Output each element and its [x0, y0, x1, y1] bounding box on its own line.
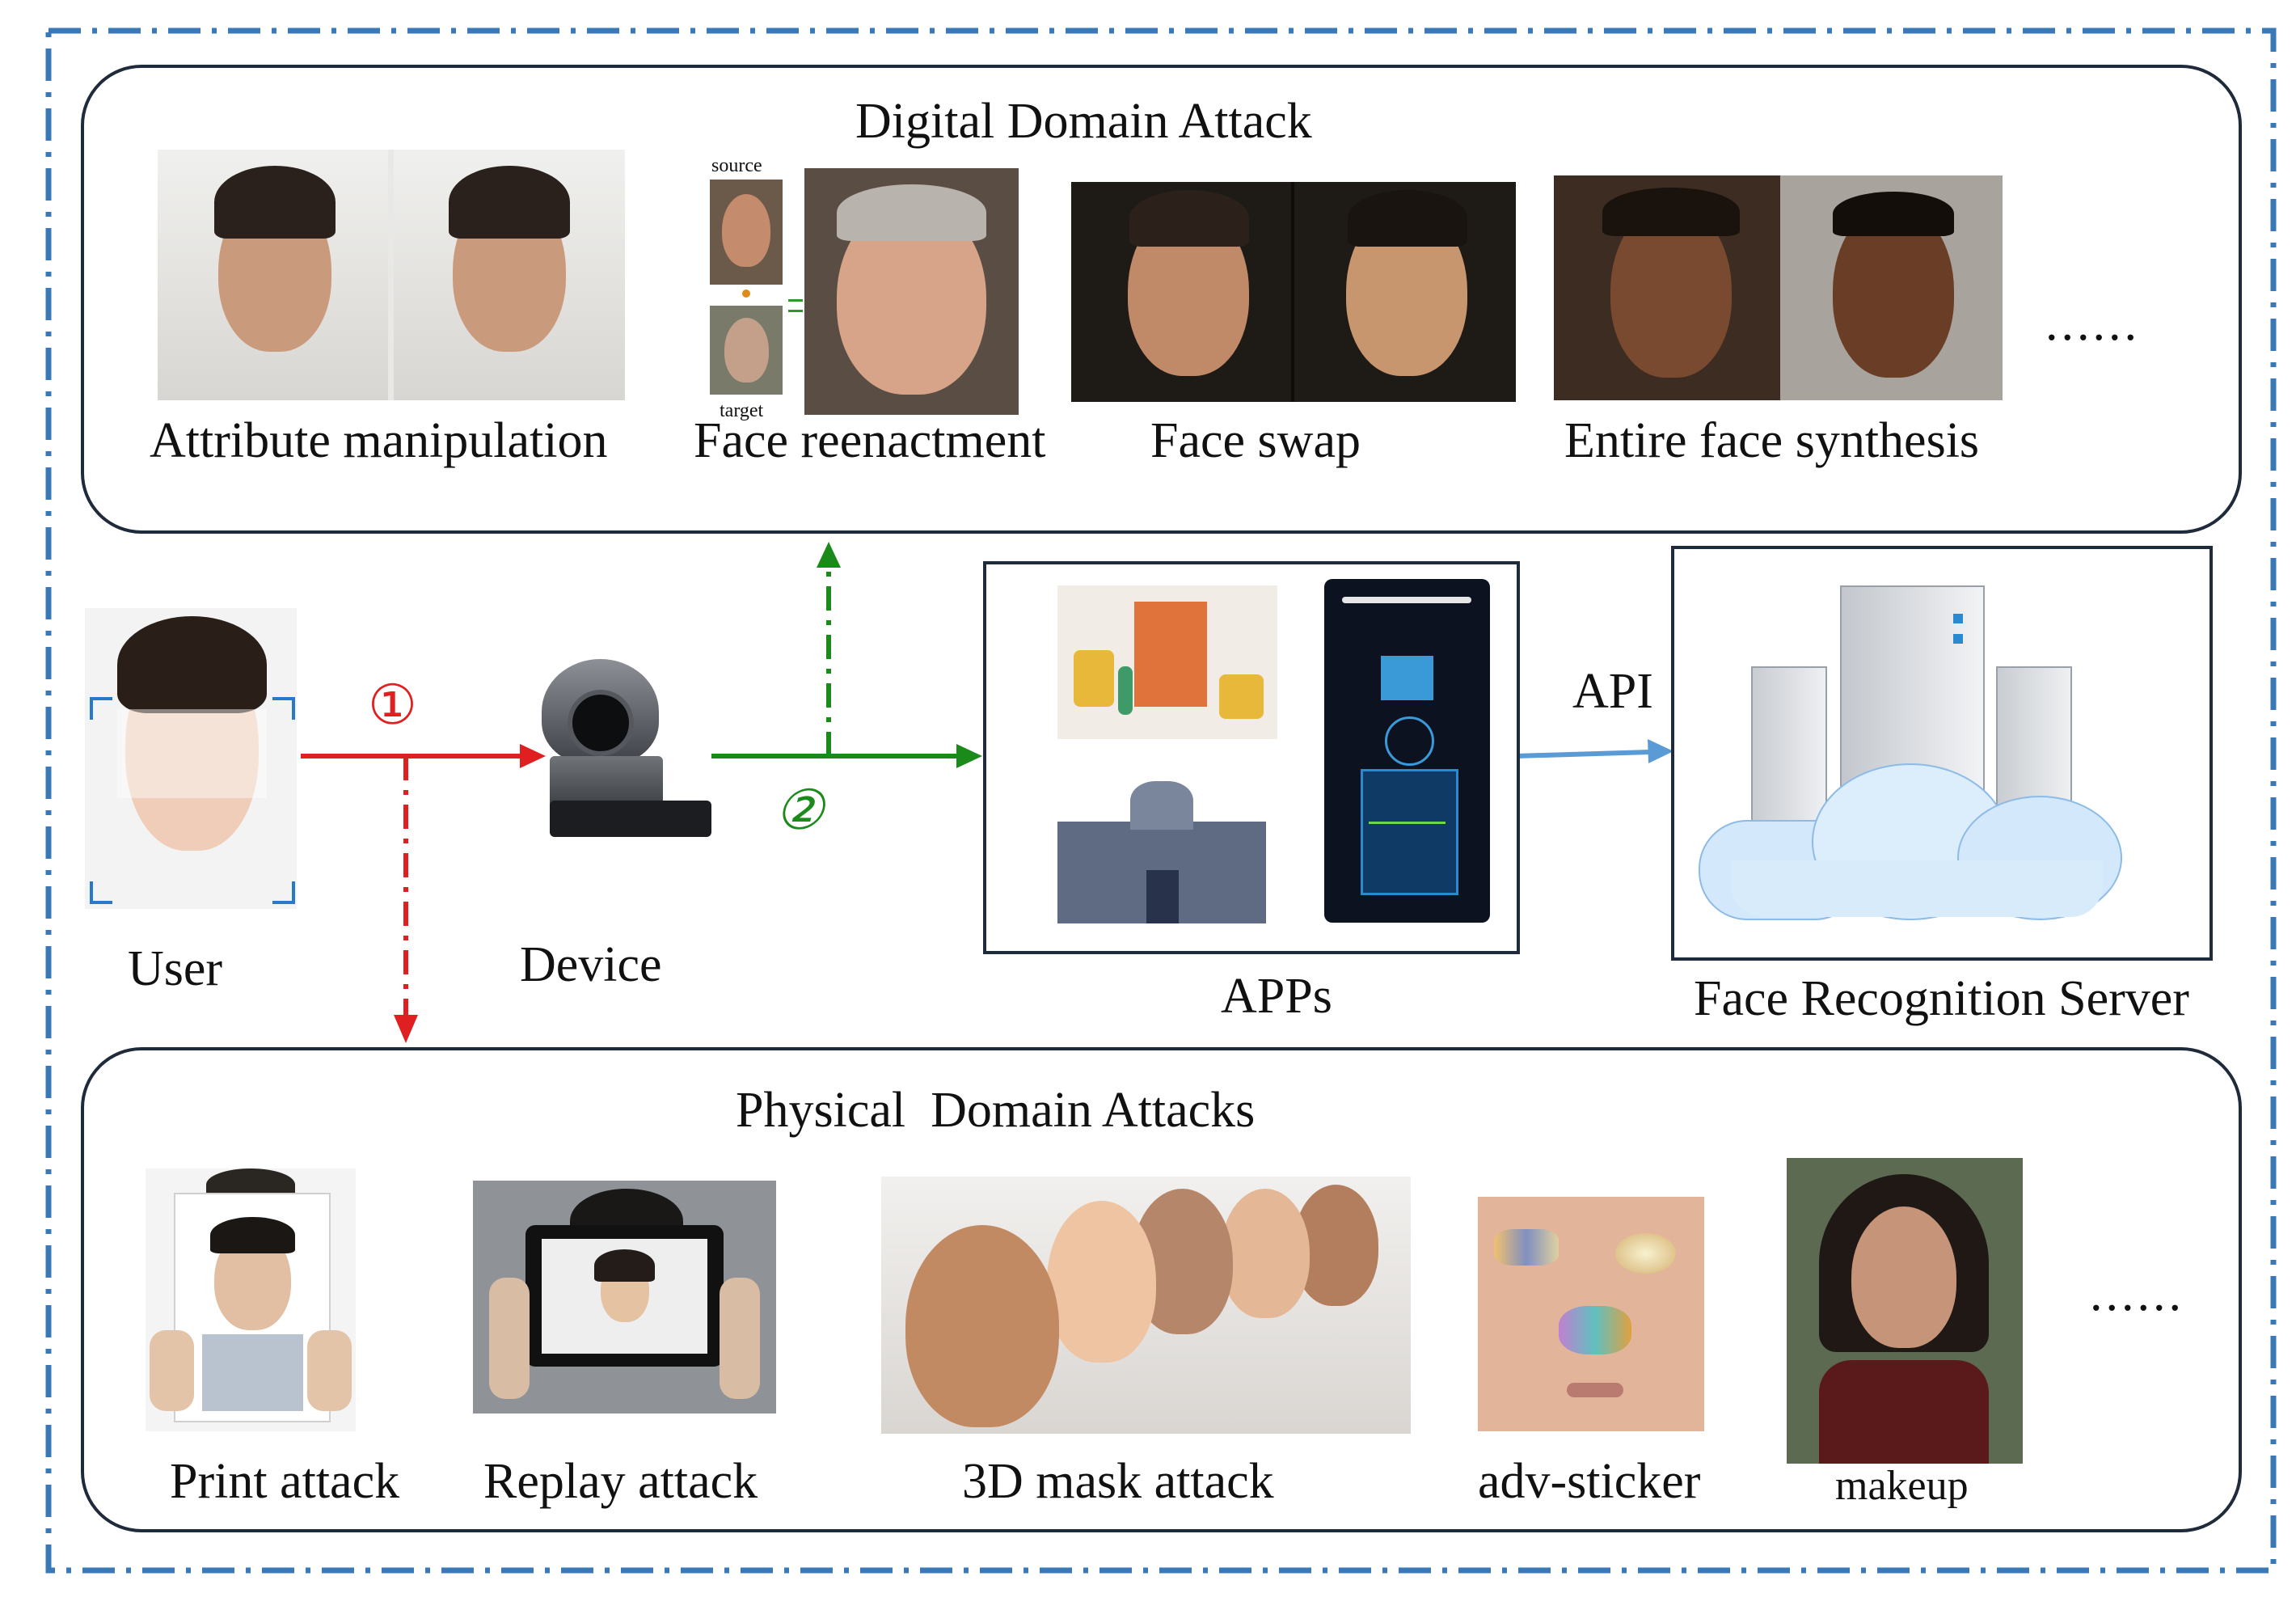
device-label: Device [520, 937, 662, 992]
apps-to-server-arrowhead [1648, 739, 1673, 763]
attribute-manipulation-label: Attribute manipulation [150, 413, 608, 468]
api-label: API [1572, 664, 1653, 719]
government-building-illustration [1041, 765, 1282, 923]
makeup-label: makeup [1835, 1463, 1969, 1509]
device-to-apps-arrowhead [956, 744, 982, 768]
physical-domain-title: Physical Domain Attacks [736, 1083, 1256, 1138]
digital-attack-arrowhead [817, 542, 841, 568]
user-label: User [128, 941, 223, 996]
outer-frame [45, 27, 2277, 1574]
digital-domain-title: Digital Domain Attack [855, 94, 1312, 149]
source-label: source [711, 155, 762, 176]
replay-attack-image [473, 1181, 776, 1414]
apps-to-server-arrow [1515, 750, 1650, 759]
step1-marker: ① [368, 674, 417, 736]
scan-band [117, 709, 267, 798]
attribute-manipulation-image [158, 150, 625, 400]
makeup-image [1787, 1158, 2023, 1464]
3d-mask-attack-label: 3D mask attack [962, 1454, 1274, 1509]
adv-sticker-label: adv-sticker [1478, 1454, 1701, 1509]
face-terminal-device [1324, 579, 1490, 923]
apps-label: APPs [1221, 969, 1332, 1024]
step2-marker: ② [774, 780, 824, 841]
finance-app-illustration [1057, 585, 1277, 739]
target-label: target [720, 400, 764, 421]
physical-attack-arrowhead [394, 1015, 418, 1043]
scan-corner-tr [272, 697, 295, 720]
print-attack-label: Print attack [170, 1454, 400, 1509]
user-to-device-arrowhead [520, 744, 546, 768]
target-face-image [710, 306, 783, 395]
physical-more-ellipsis: ...... [2090, 1266, 2184, 1321]
scan-corner-tl [90, 697, 112, 720]
face-synthesis-image [1554, 175, 2003, 400]
server-label: Face Recognition Server [1694, 971, 2189, 1026]
server-tower-left [1751, 666, 1827, 831]
reenacted-face-image [804, 168, 1019, 415]
cloud-icon [1699, 747, 2135, 920]
adv-sticker-image [1478, 1197, 1704, 1431]
digital-more-ellipsis: ...... [2045, 296, 2140, 351]
server-box [1671, 546, 2213, 961]
face-swap-image [1071, 182, 1516, 402]
face-synthesis-label: Entire face synthesis [1564, 413, 1980, 468]
scan-corner-br [272, 881, 295, 904]
equals-icon [788, 299, 803, 312]
apps-box [983, 561, 1520, 954]
replay-attack-label: Replay attack [483, 1454, 758, 1509]
source-face-image [710, 180, 783, 285]
face-reenactment-label: Face reenactment [694, 413, 1046, 468]
print-attack-image [146, 1168, 356, 1431]
user-face-image [85, 608, 297, 909]
camera-device-icon [542, 659, 715, 853]
plus-icon [742, 289, 750, 298]
3d-mask-attack-image [881, 1177, 1411, 1434]
face-swap-label: Face swap [1150, 413, 1361, 468]
scan-corner-bl [90, 881, 112, 904]
